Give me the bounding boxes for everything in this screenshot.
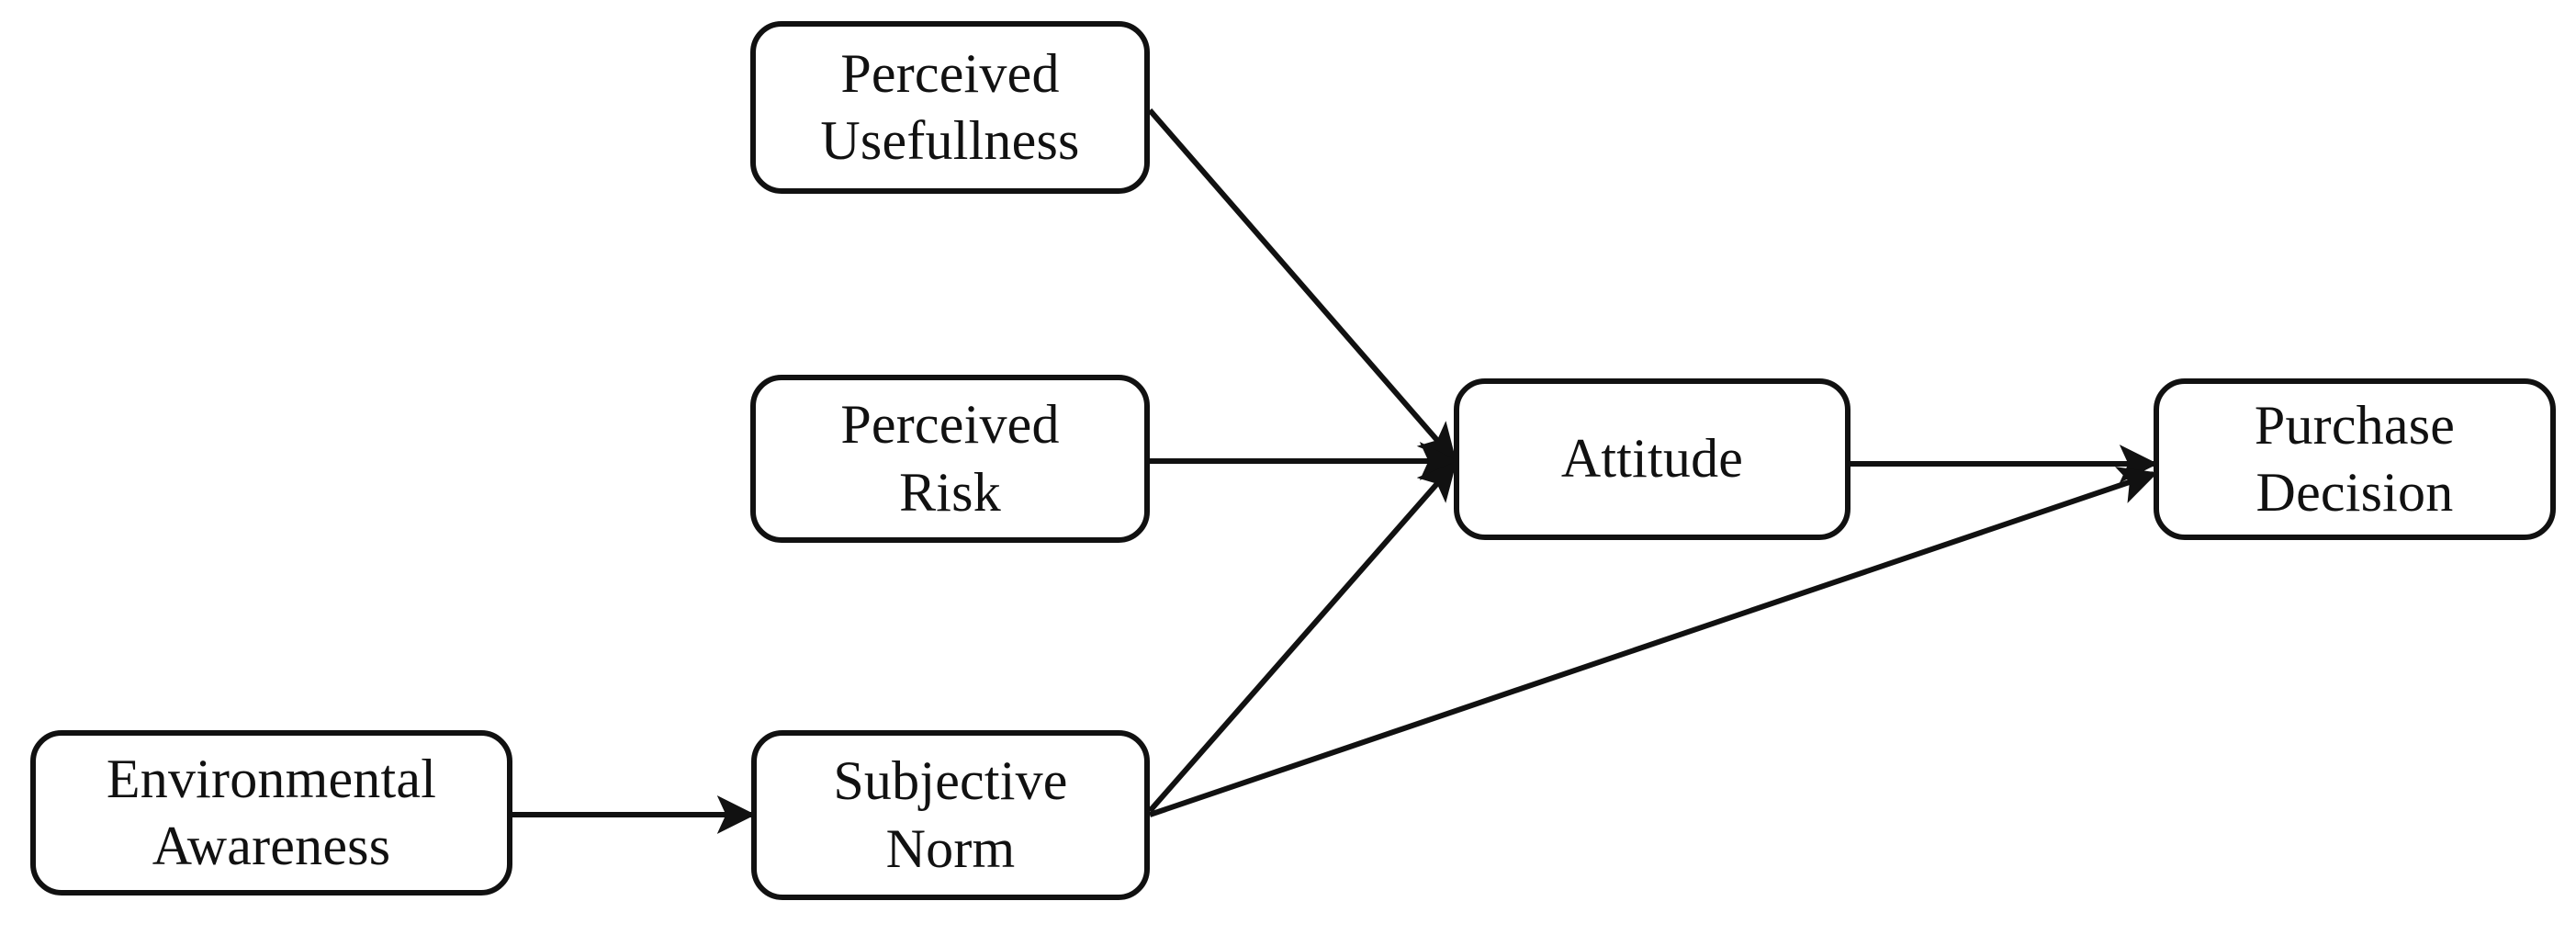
node-label-perceived-risk: Perceived Risk <box>840 394 1060 523</box>
node-label-perceived-usefullness: Perceived Usefullness <box>820 42 1080 171</box>
node-label-subjective-norm: Subjective Norm <box>833 750 1068 879</box>
node-label-environmental-awareness: Environmental Awareness <box>106 748 437 876</box>
edge-subjectivenorm-attitude <box>1147 461 1457 813</box>
node-attitude[interactable]: Attitude <box>1454 378 1850 540</box>
edge-usefullness-attitude <box>1147 108 1457 463</box>
node-perceived-risk[interactable]: Perceived Risk <box>750 375 1150 543</box>
node-subjective-norm[interactable]: Subjective Norm <box>751 730 1150 900</box>
node-label-attitude: Attitude <box>1560 428 1744 490</box>
node-perceived-usefullness[interactable]: Perceived Usefullness <box>750 21 1150 194</box>
node-label-purchase-decision: Purchase Decision <box>2254 394 2456 523</box>
node-purchase-decision[interactable]: Purchase Decision <box>2154 378 2556 540</box>
node-environmental-awareness[interactable]: Environmental Awareness <box>30 730 512 896</box>
